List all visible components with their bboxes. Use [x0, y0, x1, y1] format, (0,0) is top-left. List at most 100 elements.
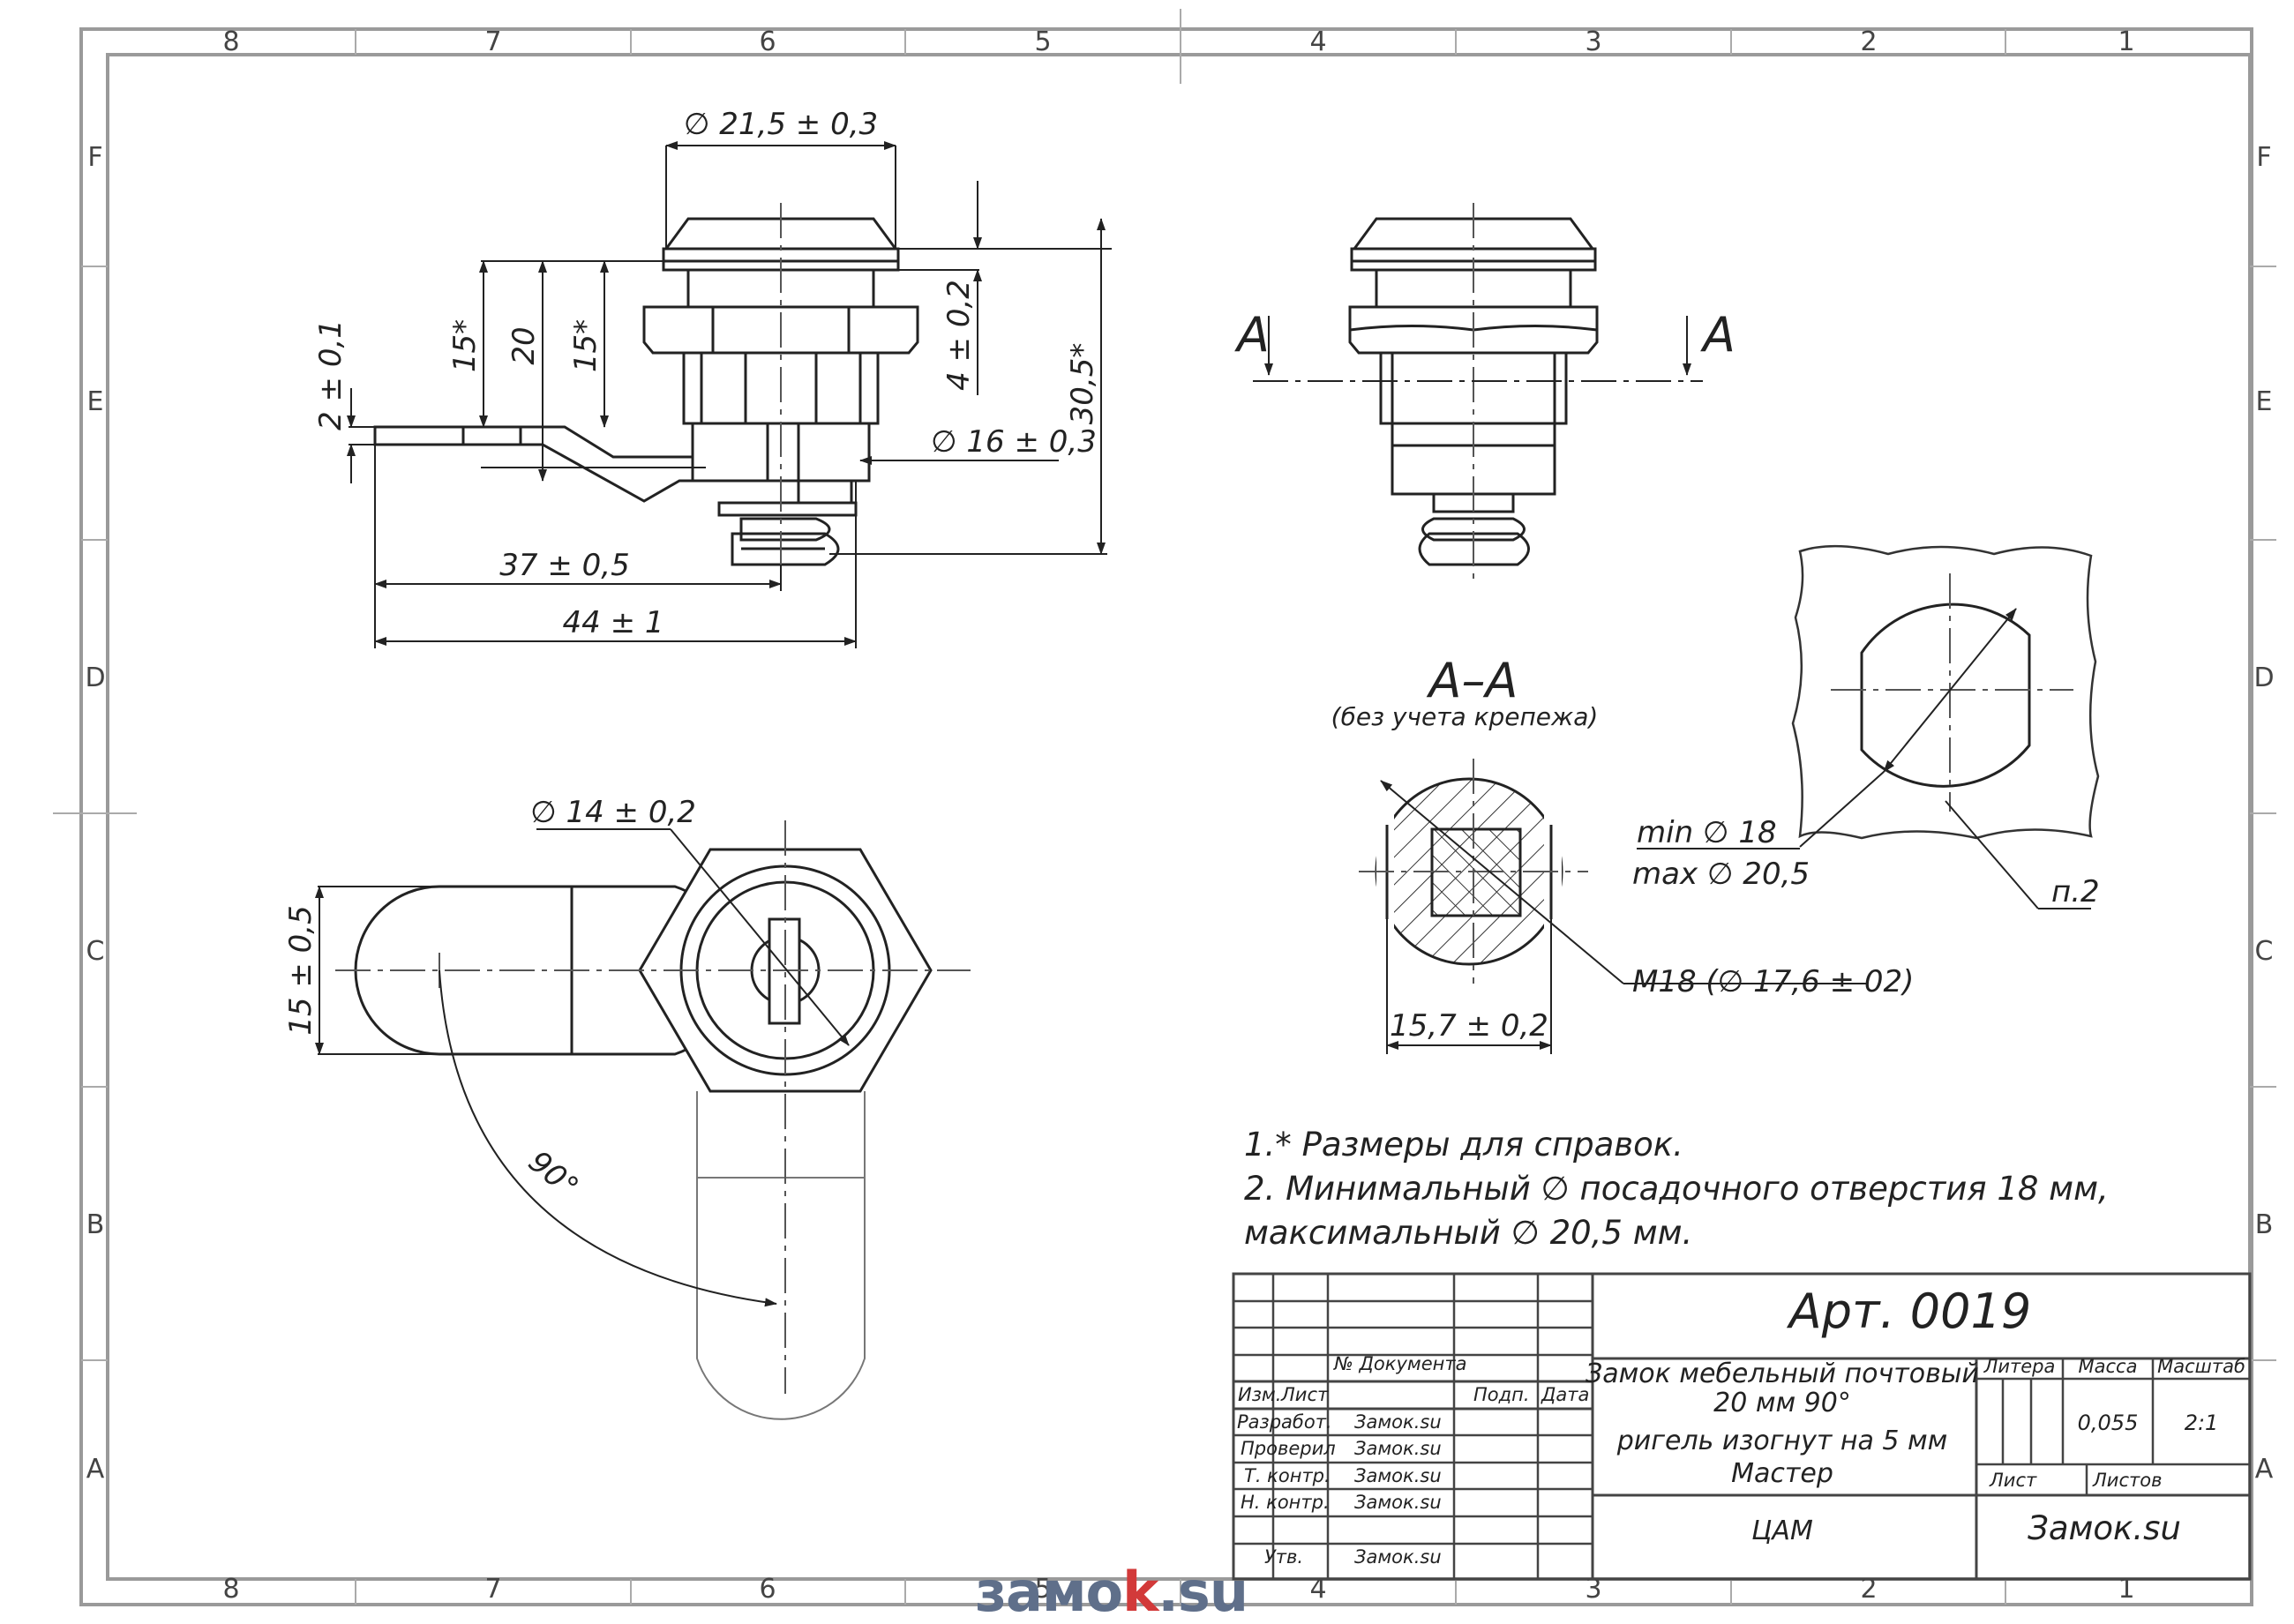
description-line-1: Замок мебельный почтовый: [1586, 1358, 1979, 1389]
title-block: [1232, 1272, 2252, 1581]
note-3: максимальный ∅ 20,5 мм.: [1244, 1214, 1692, 1252]
zone-ticks: [53, 9, 2276, 1605]
zone-col-2-bottom: 2: [1860, 1574, 1877, 1605]
zone-row-E: E: [87, 386, 104, 417]
name-6: Замок.su: [1354, 1546, 1442, 1568]
hole-min-diameter: min ∅ 18: [1637, 815, 1777, 850]
section-title: A–A: [1427, 653, 1518, 708]
zone-col-5: 5: [1034, 26, 1051, 57]
zone-row-E-right: E: [2256, 386, 2273, 417]
zone-col-7: 7: [484, 26, 501, 57]
hole-note-ref: п.2: [2051, 874, 2100, 909]
zone-row-A: A: [86, 1454, 105, 1485]
name-2: Замок.su: [1354, 1438, 1442, 1459]
note-2: 2. Минимальный ∅ посадочного отверстия 1…: [1244, 1170, 2109, 1208]
front-view: [373, 217, 919, 566]
zone-col-4-bottom: 4: [1309, 1574, 1326, 1605]
sheet-frame: [79, 27, 2253, 1606]
section-arrow-left-label: A: [1234, 307, 1270, 363]
list-label: Лист: [1989, 1470, 2037, 1491]
dim-head-diameter: ∅ 21,5 ± 0,3: [684, 107, 878, 142]
zone-row-D: D: [85, 662, 105, 693]
zone-col-7-bottom: 7: [484, 1574, 501, 1605]
masshtab-value: 2:1: [2185, 1411, 2219, 1435]
hole-max-diameter: max ∅ 20,5: [1632, 857, 1810, 892]
front-view-dims: [347, 141, 1112, 648]
section-line: [1253, 316, 1703, 382]
dim-30-5: 30,5*: [1065, 343, 1100, 425]
zone-row-D-right: D: [2253, 662, 2274, 693]
dim-15-ref-b: 15*: [568, 319, 603, 372]
role-2: Проверил: [1241, 1438, 1336, 1459]
listov-label: Листов: [2092, 1470, 2162, 1491]
material: ЦАМ: [1751, 1515, 1813, 1546]
zone-col-2: 2: [1860, 26, 1877, 57]
role-1: Разработ.: [1237, 1411, 1332, 1433]
list-header: Лист: [1280, 1384, 1329, 1405]
section-subtitle: (без учета крепежа): [1331, 702, 1599, 731]
bottom-view: [354, 848, 933, 1420]
zone-col-4: 4: [1309, 26, 1326, 57]
dim-4: 4 ± 0,2: [941, 280, 977, 391]
front-view-dim-labels: ∅ 21,5 ± 0,3 15* 20 15* 4 ± 0,2 30,5* 2 …: [313, 107, 1100, 640]
dim-16-diameter: ∅ 16 ± 0,3: [931, 424, 1097, 460]
title-block-text: Арт. 0019 Замок мебельный почтовый 20 мм…: [1237, 1283, 2245, 1568]
data-header: Дата: [1541, 1384, 1589, 1405]
role-4: Н. контр.: [1241, 1492, 1330, 1513]
zone-col-1-bottom: 1: [2118, 1574, 2134, 1605]
thread-dim: M18 (∅ 17,6 ± 02): [1632, 964, 1914, 999]
zone-row-A-right: A: [2255, 1454, 2274, 1485]
zone-row-F-right: F: [2256, 142, 2271, 173]
litera-label: Литера: [1983, 1356, 2056, 1377]
bottom-width-15: 15 ± 0,5: [283, 905, 319, 1035]
hole-detail: min ∅ 18 max ∅ 20,5 п.2: [1632, 544, 2100, 909]
izm-header: Изм.: [1238, 1384, 1281, 1405]
dim-37: 37 ± 0,5: [499, 548, 629, 583]
name-3: Замок.su: [1354, 1465, 1442, 1486]
dim-20: 20: [506, 326, 542, 364]
massa-label: Масса: [2079, 1356, 2138, 1377]
section-view: A–A (без учета крепежа) 15,7 ± 0,2 M18 (…: [1331, 653, 1914, 1054]
zone-col-6: 6: [759, 26, 776, 57]
section-arrow-right-label: A: [1700, 307, 1735, 363]
description-line-2: 20 мм 90°: [1713, 1388, 1851, 1418]
doc-number-header: № Документа: [1333, 1353, 1466, 1374]
zone-col-6-bottom: 6: [759, 1574, 776, 1605]
zone-col-5-bottom: 5: [1034, 1574, 1051, 1605]
zone-col-8: 8: [222, 26, 239, 57]
zone-row-B-right: B: [2255, 1209, 2274, 1240]
zone-labels: 8 7 6 5 4 3 2 1 8 7 6 5 4 3 2 1 F E D C …: [85, 26, 2274, 1605]
name-4: Замок.su: [1354, 1492, 1442, 1513]
dim-2: 2 ± 0,1: [313, 319, 349, 430]
dim-44: 44 ± 1: [563, 605, 664, 640]
watermark-pre: замo: [975, 1560, 1123, 1624]
name-1: Замок.su: [1354, 1411, 1442, 1433]
description-line-4: Мастер: [1731, 1458, 1833, 1489]
zone-row-F: F: [87, 142, 102, 173]
note-1: 1.* Размеры для справок.: [1244, 1126, 1683, 1164]
role-3: Т. контр.: [1244, 1465, 1331, 1486]
zone-col-3: 3: [1585, 26, 1601, 57]
dim-15-ref-a: 15*: [447, 319, 483, 372]
zone-col-1: 1: [2118, 26, 2134, 57]
notes: 1.* Размеры для справок. 2. Минимальный …: [1244, 1126, 2109, 1252]
zone-col-3-bottom: 3: [1585, 1574, 1601, 1605]
role-6: Утв.: [1264, 1546, 1303, 1568]
watermark-post: .su: [1158, 1560, 1248, 1624]
description-line-3: ригель изогнут на 5 мм: [1616, 1426, 1948, 1456]
zone-row-C: C: [86, 936, 105, 967]
bottom-view-dims: [315, 828, 850, 1307]
section-width-dim: 15,7 ± 0,2: [1390, 1008, 1548, 1044]
massa-value: 0,055: [2078, 1411, 2139, 1435]
masshtab-label: Масштаб: [2157, 1356, 2245, 1377]
podp-header: Подп.: [1473, 1384, 1530, 1405]
zone-row-B: B: [86, 1209, 105, 1240]
bottom-diameter-14: ∅ 14 ± 0,2: [530, 795, 696, 830]
zone-col-8-bottom: 8: [222, 1574, 239, 1605]
article-number: Арт. 0019: [1787, 1283, 2031, 1339]
zone-row-C-right: C: [2255, 936, 2274, 967]
company-name: Замок.su: [2028, 1509, 2181, 1547]
watermark-accent: k: [1122, 1560, 1158, 1624]
watermark-logo: замok.su: [975, 1560, 1248, 1624]
